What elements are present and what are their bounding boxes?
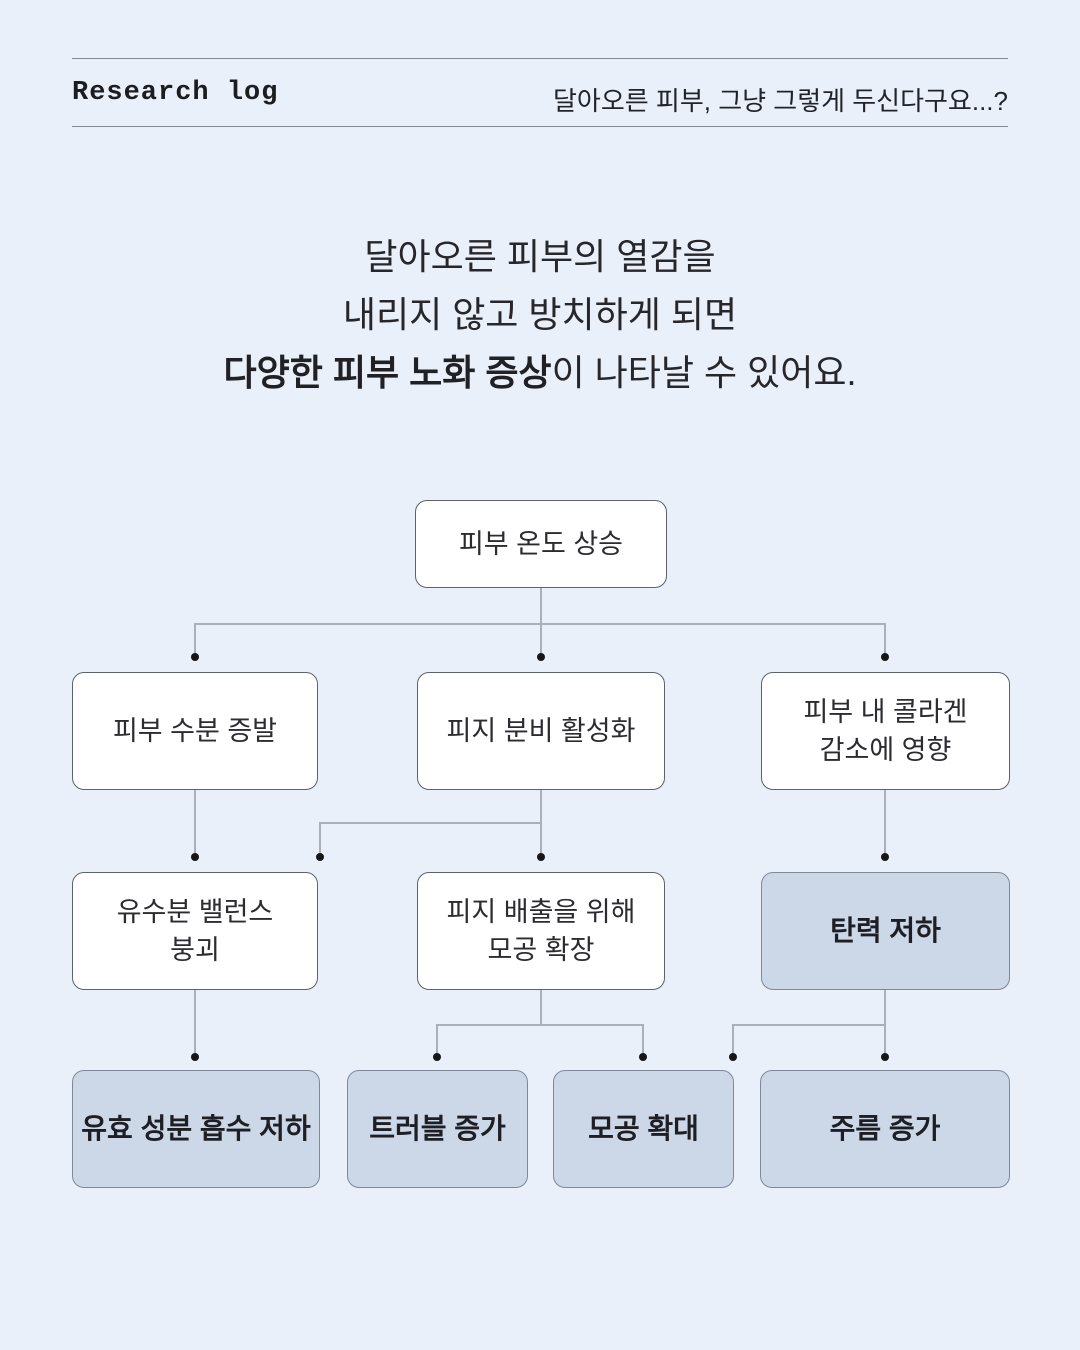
connector-dot xyxy=(729,1053,737,1061)
connector-dot xyxy=(191,1053,199,1061)
connector-dot xyxy=(639,1053,647,1061)
node-moisture-evaporation: 피부 수분 증발 xyxy=(72,672,318,790)
connector-dot xyxy=(191,853,199,861)
node-wrinkle-increase: 주름 증가 xyxy=(760,1070,1010,1188)
connector-dot xyxy=(881,1053,889,1061)
connector-line xyxy=(194,990,196,1053)
connector-line xyxy=(436,1024,438,1054)
connector-line xyxy=(319,822,542,824)
connector-dot xyxy=(537,653,545,661)
connector-line xyxy=(732,1024,734,1054)
connector-line xyxy=(884,623,886,654)
intro-line-3: 다양한 피부 노화 증상이 나타날 수 있어요. xyxy=(0,344,1080,402)
connector-line xyxy=(884,790,886,853)
connector-line xyxy=(540,588,542,625)
node-sebum-activation: 피지 분비 활성화 xyxy=(417,672,665,790)
intro-line-2: 내리지 않고 방치하게 되면 xyxy=(342,294,738,335)
connector-dot xyxy=(537,853,545,861)
intro-heading: 달아오른 피부의 열감을 내리지 않고 방치하게 되면 다양한 피부 노화 증상… xyxy=(0,228,1080,402)
node-elasticity-loss: 탄력 저하 xyxy=(761,872,1010,990)
node-ingredient-absorption-drop: 유효 성분 흡수 저하 xyxy=(72,1070,320,1188)
node-pore-enlargement: 모공 확대 xyxy=(553,1070,734,1188)
connector-line xyxy=(642,1024,644,1054)
connector-dot xyxy=(316,853,324,861)
connector-line xyxy=(194,623,196,654)
node-skin-temp-rise: 피부 온도 상승 xyxy=(415,500,667,588)
connector-dot xyxy=(881,653,889,661)
intro-line-3-bold: 다양한 피부 노화 증상 xyxy=(223,352,552,393)
connector-line xyxy=(540,990,542,1026)
connector-line xyxy=(540,790,542,853)
header-top-rule xyxy=(72,58,1008,59)
node-pore-expansion-for-sebum: 피지 배출을 위해 모공 확장 xyxy=(417,872,665,990)
connector-dot xyxy=(881,853,889,861)
connector-line xyxy=(194,790,196,853)
connector-dot xyxy=(191,653,199,661)
connector-dot xyxy=(433,1053,441,1061)
connector-line xyxy=(319,822,321,854)
brand-label: Research log xyxy=(72,78,279,108)
node-collagen-decrease: 피부 내 콜라겐 감소에 영향 xyxy=(761,672,1010,790)
node-oil-water-balance-collapse: 유수분 밸런스 붕괴 xyxy=(72,872,318,990)
node-trouble-increase: 트러블 증가 xyxy=(347,1070,528,1188)
connector-line xyxy=(436,1024,644,1026)
intro-line-3-rest: 이 나타날 수 있어요. xyxy=(551,352,857,393)
intro-line-1: 달아오른 피부의 열감을 xyxy=(364,236,716,277)
connector-line xyxy=(732,1024,886,1026)
header-bottom-rule xyxy=(72,126,1008,127)
connector-line xyxy=(540,623,542,654)
header-tagline: 달아오른 피부, 그냥 그렇게 두신다구요...? xyxy=(553,86,1008,116)
connector-line xyxy=(884,990,886,1053)
